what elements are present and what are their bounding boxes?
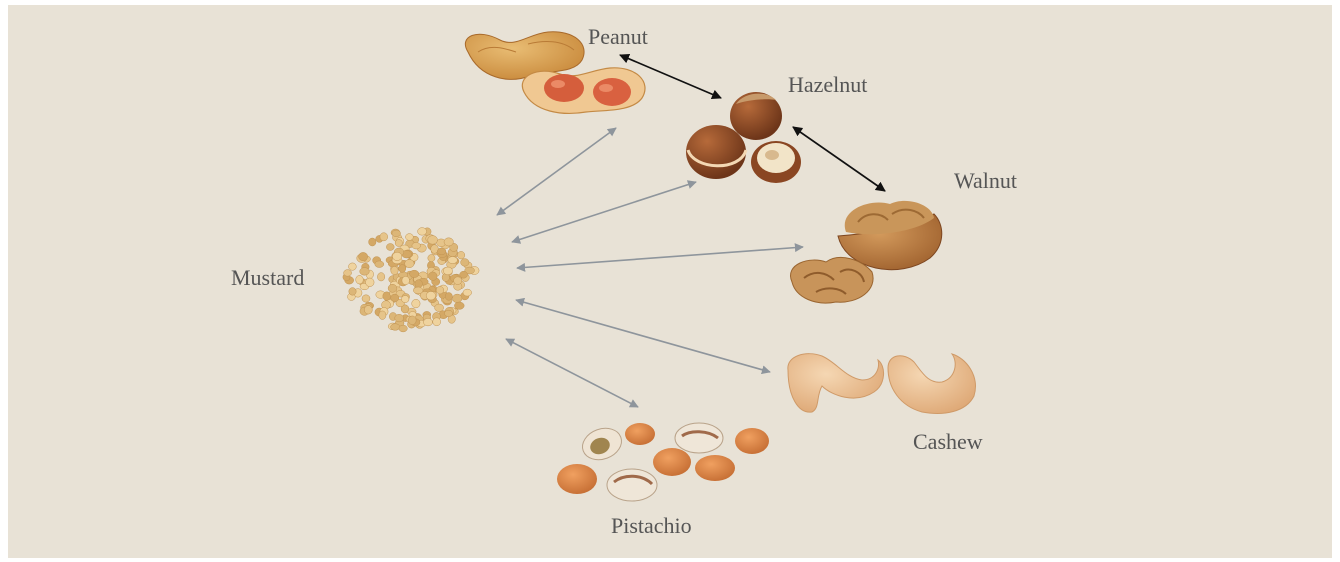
mustard-seed bbox=[424, 318, 433, 326]
label-mustard: Mustard bbox=[231, 265, 304, 291]
mustard-seed bbox=[406, 234, 414, 241]
mustard-seed bbox=[359, 252, 368, 260]
mustard-seed bbox=[418, 228, 427, 236]
label-pistachio: Pistachio bbox=[611, 513, 692, 539]
arrow-mustard-cashew bbox=[516, 300, 770, 372]
mustard-seed bbox=[426, 291, 435, 300]
mustard-seed bbox=[402, 276, 410, 284]
walnut-illustration bbox=[791, 201, 942, 303]
mustard-seed bbox=[412, 299, 420, 308]
mustard-seed bbox=[349, 263, 357, 270]
mustard-seed bbox=[386, 244, 394, 251]
label-cashew: Cashew bbox=[913, 429, 983, 455]
mustard-seed bbox=[379, 311, 386, 320]
mustard-seed bbox=[415, 280, 423, 288]
mustard-seed bbox=[364, 306, 372, 315]
mustard-seed bbox=[377, 273, 384, 281]
label-hazelnut: Hazelnut bbox=[788, 72, 867, 98]
mustard-seed bbox=[408, 316, 416, 325]
mustard-seed bbox=[444, 238, 453, 246]
mustard-seed bbox=[445, 310, 453, 316]
mustard-seed bbox=[457, 251, 464, 259]
arrow-hazelnut-walnut bbox=[793, 127, 885, 191]
arrow-mustard-peanut bbox=[497, 128, 616, 215]
mustard-seed bbox=[454, 302, 464, 309]
mustard-seed bbox=[435, 304, 444, 312]
cashew-illustration bbox=[788, 354, 976, 414]
mustard-seed bbox=[448, 257, 458, 264]
mustard-seed bbox=[429, 272, 438, 281]
mustard-seed bbox=[428, 255, 435, 262]
mustard-seed bbox=[366, 278, 375, 287]
pistachio-illustration bbox=[557, 423, 769, 501]
mustard-seed bbox=[360, 268, 370, 276]
mustard-seed-illustration bbox=[343, 228, 479, 332]
mustard-seed bbox=[463, 289, 472, 296]
mustard-seed bbox=[436, 286, 444, 294]
mustard-seed bbox=[413, 287, 423, 294]
mustard-seed bbox=[392, 230, 401, 237]
label-peanut: Peanut bbox=[588, 24, 648, 50]
arrow-mustard-hazelnut bbox=[512, 182, 696, 242]
mustard-seed bbox=[399, 265, 406, 273]
mustard-seed bbox=[460, 271, 468, 278]
mustard-seed bbox=[452, 294, 462, 303]
arrow-mustard-pistachio bbox=[506, 339, 638, 407]
mustard-seed bbox=[443, 267, 452, 275]
mustard-seed bbox=[428, 236, 438, 245]
mustard-seed bbox=[388, 284, 397, 292]
mustard-seed bbox=[391, 294, 399, 302]
mustard-seed bbox=[395, 240, 402, 247]
arrow-mustard-walnut bbox=[517, 247, 803, 268]
mustard-seed bbox=[461, 259, 469, 267]
mustard-seed bbox=[344, 270, 352, 277]
mustard-seed bbox=[401, 296, 409, 303]
mustard-seed bbox=[369, 238, 376, 246]
mustard-seed bbox=[380, 233, 388, 241]
mustard-seed bbox=[399, 325, 407, 332]
mustard-seed bbox=[392, 252, 401, 260]
mustard-seed bbox=[362, 295, 370, 302]
mustard-seed bbox=[391, 324, 400, 331]
mustard-seed bbox=[445, 293, 452, 301]
mustard-seed bbox=[375, 261, 384, 268]
hazelnut-illustration bbox=[686, 92, 801, 183]
mustard-seed bbox=[433, 318, 441, 326]
mustard-seed bbox=[395, 314, 404, 322]
mustard-seed bbox=[349, 288, 356, 296]
mustard-seed bbox=[437, 248, 446, 255]
mustard-seed bbox=[412, 242, 421, 249]
label-walnut: Walnut bbox=[954, 168, 1017, 194]
mustard-seed bbox=[356, 275, 364, 284]
mustard-seed bbox=[454, 277, 462, 285]
mustard-seed bbox=[391, 266, 398, 274]
mustard-seed bbox=[405, 260, 414, 268]
mustard-seed bbox=[410, 270, 419, 277]
